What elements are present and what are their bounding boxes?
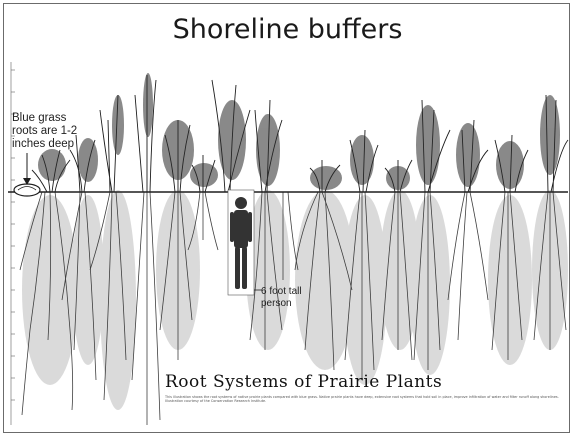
- blue-grass-label: Blue grass roots are 1-2 inches deep: [12, 112, 92, 151]
- illustration-caption: Root Systems of Prairie Plants: [165, 372, 442, 392]
- person-height-label: 6 foot tall person: [261, 286, 331, 309]
- caption-fine-print: This illustration shows the root systems…: [165, 395, 565, 403]
- prairie-foliage: [38, 73, 560, 190]
